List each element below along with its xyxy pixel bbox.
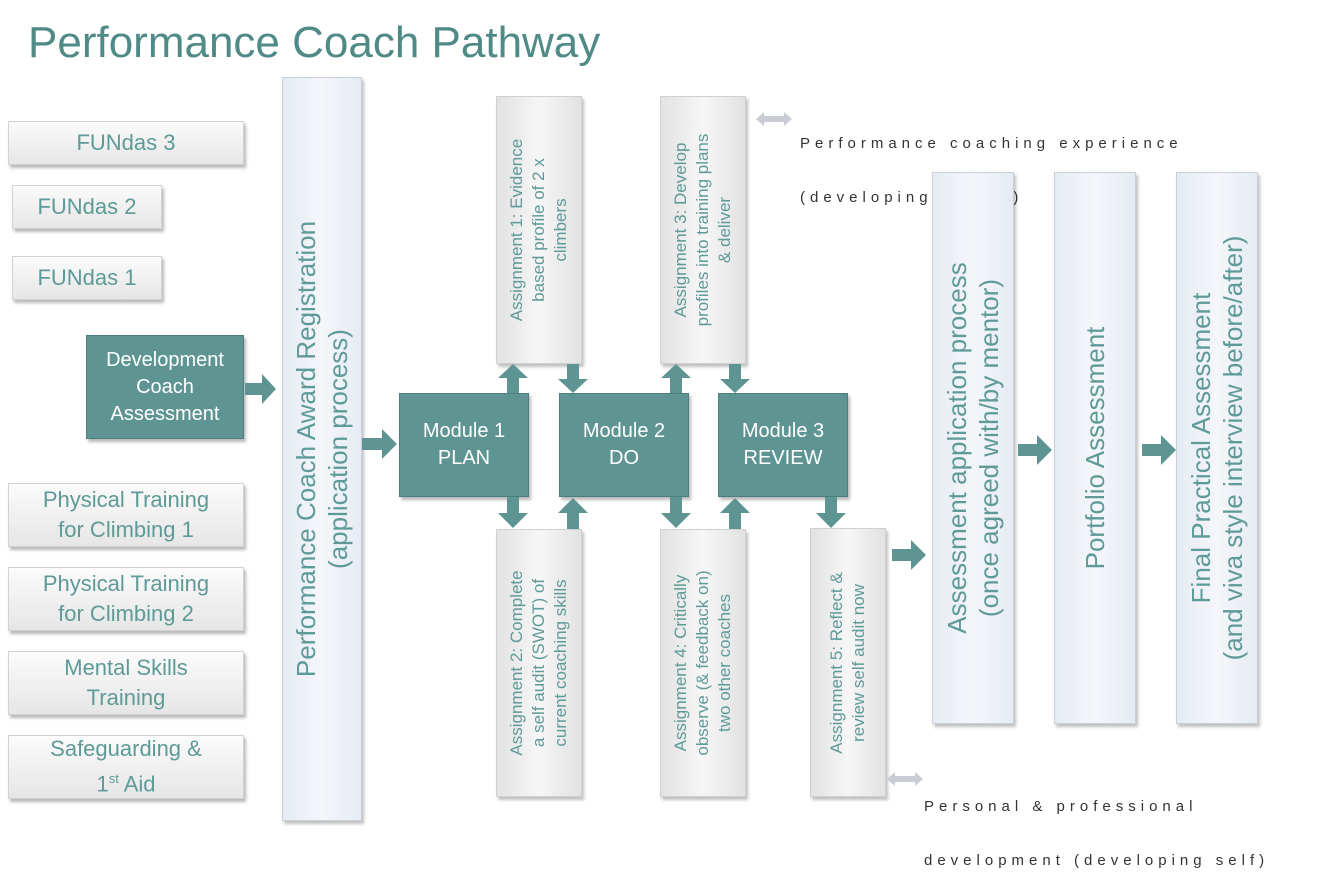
arrow-right-icon [1018, 435, 1052, 465]
fundas-1-label: FUNdas 1 [37, 265, 137, 290]
module-2-do-box: Module 2 DO [559, 393, 689, 497]
module-3-line-1: Module 3 [741, 420, 825, 442]
bottom-note-line-2: development (developing self) [924, 852, 1270, 869]
fundas-2-box: FUNdas 2 [12, 185, 162, 229]
arrow-right-icon [892, 540, 926, 570]
arrow-up-icon [661, 364, 691, 393]
assignment-1-box: Assignment 1: Evidence based profile of … [496, 96, 582, 364]
mental-line-2: Training [86, 685, 166, 710]
arrow-right-icon [362, 429, 397, 459]
arrows-layer [245, 112, 1176, 786]
registration-box: Performance Coach Award Registration (ap… [282, 77, 362, 821]
arrow-down-icon [816, 497, 846, 528]
dev-coach-line-1: Development [106, 348, 224, 371]
pt2-line-2: for Climbing 2 [58, 601, 194, 626]
module-3-review-box: Module 3 REVIEW [718, 393, 848, 497]
final-practical-assessment-box: Final Practical Assessment (and viva sty… [1176, 172, 1258, 724]
arrow-right-icon [245, 374, 276, 404]
arrow-up-icon [720, 498, 750, 529]
physical-training-1-box: Physical Training for Climbing 1 [8, 483, 244, 547]
arrow-down-icon [498, 497, 528, 528]
arrow-down-icon [558, 364, 588, 393]
safeguarding-line-2: 1st Aid [50, 764, 202, 799]
arrow-up-icon [498, 364, 528, 393]
pt2-line-1: Physical Training [42, 571, 210, 596]
assignment-2-box: Assignment 2: Complete a self audit (SWO… [496, 529, 582, 797]
assessment-application-box: Assessment application process (once agr… [932, 172, 1014, 724]
fundas-3-box: FUNdas 3 [8, 121, 244, 165]
portfolio-assessment-box: Portfolio Assessment [1054, 172, 1136, 724]
arrow-down-icon [661, 497, 691, 528]
dev-coach-line-2: Coach [136, 375, 194, 398]
module-2-line-2: DO [609, 447, 639, 469]
double-arrow-icon [887, 772, 923, 786]
bottom-note-line-1: Personal & professional [924, 798, 1198, 815]
page-title: Performance Coach Pathway [28, 18, 601, 67]
physical-training-2-box: Physical Training for Climbing 2 [8, 567, 244, 631]
development-coach-assessment-box: Development Coach Assessment [86, 335, 244, 439]
fundas-3-label: FUNdas 3 [76, 130, 176, 155]
pt1-line-2: for Climbing 1 [58, 517, 194, 542]
first-aid-number: 1 [96, 771, 109, 797]
module-3-line-2: REVIEW [743, 447, 823, 469]
arrow-right-icon [1142, 435, 1176, 465]
safeguarding-box: Safeguarding & 1st Aid [8, 735, 244, 799]
assignment-3-box: Assignment 3: Develop profiles into trai… [660, 96, 746, 364]
safeguarding-line-1: Safeguarding & [50, 736, 202, 762]
mental-line-1: Mental Skills [64, 655, 188, 680]
fundas-1-box: FUNdas 1 [12, 256, 162, 300]
assignment-5-box: Assignment 5: Reflect & review self audi… [810, 528, 886, 797]
module-1-plan-box: Module 1 PLAN [399, 393, 529, 497]
first-aid-ordinal: st [108, 771, 119, 787]
top-note-line-1: Performance coaching experience [800, 135, 1183, 152]
module-2-line-1: Module 2 [582, 420, 666, 442]
dev-coach-line-3: Assessment [110, 402, 220, 425]
arrow-up-icon [558, 498, 588, 529]
first-aid-word: Aid [118, 771, 156, 797]
assignment-4-box: Assignment 4: Critically observe (& feed… [660, 529, 746, 797]
module-1-line-2: PLAN [437, 447, 491, 469]
double-arrow-icon [756, 112, 792, 126]
mental-skills-box: Mental Skills Training [8, 651, 244, 715]
module-1-line-1: Module 1 [422, 420, 506, 442]
pt1-line-1: Physical Training [42, 487, 210, 512]
fundas-2-label: FUNdas 2 [37, 194, 137, 219]
arrow-down-icon [720, 364, 750, 393]
